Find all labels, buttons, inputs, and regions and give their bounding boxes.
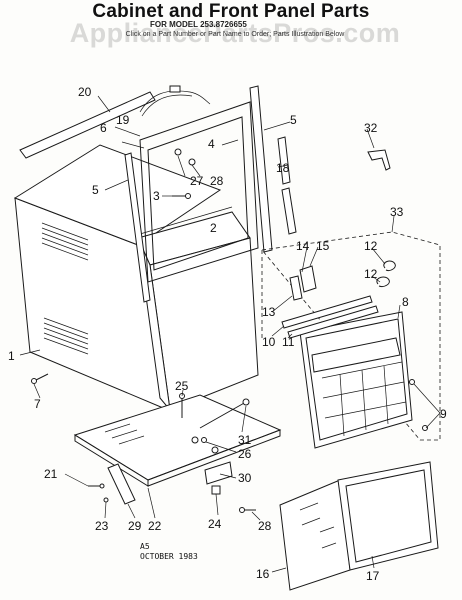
screw-26[interactable]	[201, 437, 207, 443]
top-rail[interactable]	[19, 91, 156, 159]
louver-clip-lower[interactable]	[376, 276, 390, 287]
callout-18[interactable]: 18	[276, 161, 290, 175]
callout-26[interactable]: 26	[238, 447, 252, 461]
callout-numbers: 20 6 19 5 4 5 3 27 28 2 18 32 33 14 15 1…	[8, 85, 447, 583]
callout-5-right[interactable]: 5	[290, 113, 297, 127]
callout-14[interactable]: 14	[296, 239, 310, 253]
screw-3[interactable]	[172, 193, 191, 199]
watermark: AppliancePartsPros.com	[69, 18, 401, 48]
cord-bundle[interactable]	[139, 85, 211, 117]
front-grille[interactable]	[299, 311, 413, 449]
drawing-code: A5	[140, 542, 150, 551]
screw-28-top[interactable]	[188, 158, 196, 166]
callout-28-bottom[interactable]: 28	[258, 519, 272, 533]
callout-4[interactable]: 4	[208, 137, 215, 151]
front-cover-right[interactable]	[337, 461, 439, 571]
louver-clip-upper[interactable]	[383, 260, 396, 271]
callout-15[interactable]: 15	[316, 239, 330, 253]
base-pan[interactable]	[73, 394, 282, 487]
callout-6[interactable]: 6	[100, 121, 107, 135]
mount-bracket[interactable]	[107, 461, 233, 505]
side-rail-left[interactable]	[124, 152, 151, 303]
callout-21[interactable]: 21	[44, 467, 58, 481]
front-cover-left[interactable]	[279, 479, 351, 591]
support-rod[interactable]	[199, 398, 250, 429]
callout-11[interactable]: 11	[282, 335, 295, 349]
screw-21[interactable]	[88, 483, 105, 489]
control-bracket[interactable]	[289, 265, 317, 301]
callout-19[interactable]: 19	[116, 113, 130, 127]
callout-12-lower[interactable]: 12	[364, 267, 378, 281]
page-title: Cabinet and Front Panel Parts	[92, 1, 370, 22]
screw-27[interactable]	[174, 148, 182, 156]
side-rail-right[interactable]	[249, 85, 273, 253]
callout-22[interactable]: 22	[148, 519, 162, 533]
screw-7[interactable]	[31, 373, 49, 384]
cabinet-shell[interactable]	[13, 144, 222, 411]
screw-23[interactable]	[103, 497, 109, 503]
window-frame[interactable]	[139, 101, 259, 283]
callout-27[interactable]: 27	[190, 174, 204, 188]
callout-12-upper[interactable]: 12	[364, 239, 378, 253]
seal-strips[interactable]	[277, 136, 297, 235]
bracket[interactable]	[367, 149, 391, 171]
callout-28-top[interactable]: 28	[210, 174, 224, 188]
callout-5-left[interactable]: 5	[92, 183, 99, 197]
callout-24[interactable]: 24	[208, 517, 222, 531]
leader-lines	[19, 95, 441, 573]
callout-32[interactable]: 32	[364, 121, 378, 135]
screw-9-lower[interactable]	[422, 425, 428, 431]
callout-1[interactable]: 1	[8, 349, 15, 363]
drawing-date: A5 OCTOBER 1983	[140, 542, 260, 562]
callout-17[interactable]: 17	[366, 569, 380, 583]
callout-33[interactable]: 33	[390, 205, 404, 219]
callout-10[interactable]: 10	[262, 335, 276, 349]
callout-30[interactable]: 30	[238, 471, 252, 485]
callout-31[interactable]: 31	[238, 433, 252, 447]
callout-16[interactable]: 16	[256, 567, 270, 581]
trim-strips[interactable]	[281, 295, 379, 339]
callout-29[interactable]: 29	[128, 519, 142, 533]
screw-9-upper[interactable]	[409, 379, 415, 385]
callout-23[interactable]: 23	[95, 519, 109, 533]
callout-13[interactable]: 13	[262, 305, 276, 319]
callout-25[interactable]: 25	[175, 379, 189, 393]
callout-2[interactable]: 2	[210, 221, 217, 235]
callout-3[interactable]: 3	[153, 189, 160, 203]
callout-20[interactable]: 20	[78, 85, 92, 99]
clip-24[interactable]	[211, 485, 221, 495]
callout-7[interactable]: 7	[34, 397, 41, 411]
model-number: FOR MODEL 253.8726655	[150, 20, 247, 29]
drawing-date-text: OCTOBER 1983	[140, 552, 198, 561]
callout-8[interactable]: 8	[402, 295, 409, 309]
callout-9[interactable]: 9	[440, 407, 447, 421]
subtitle: Click on a Part Number or Part Name to O…	[125, 31, 345, 38]
screw-28-bottom[interactable]	[239, 507, 257, 513]
